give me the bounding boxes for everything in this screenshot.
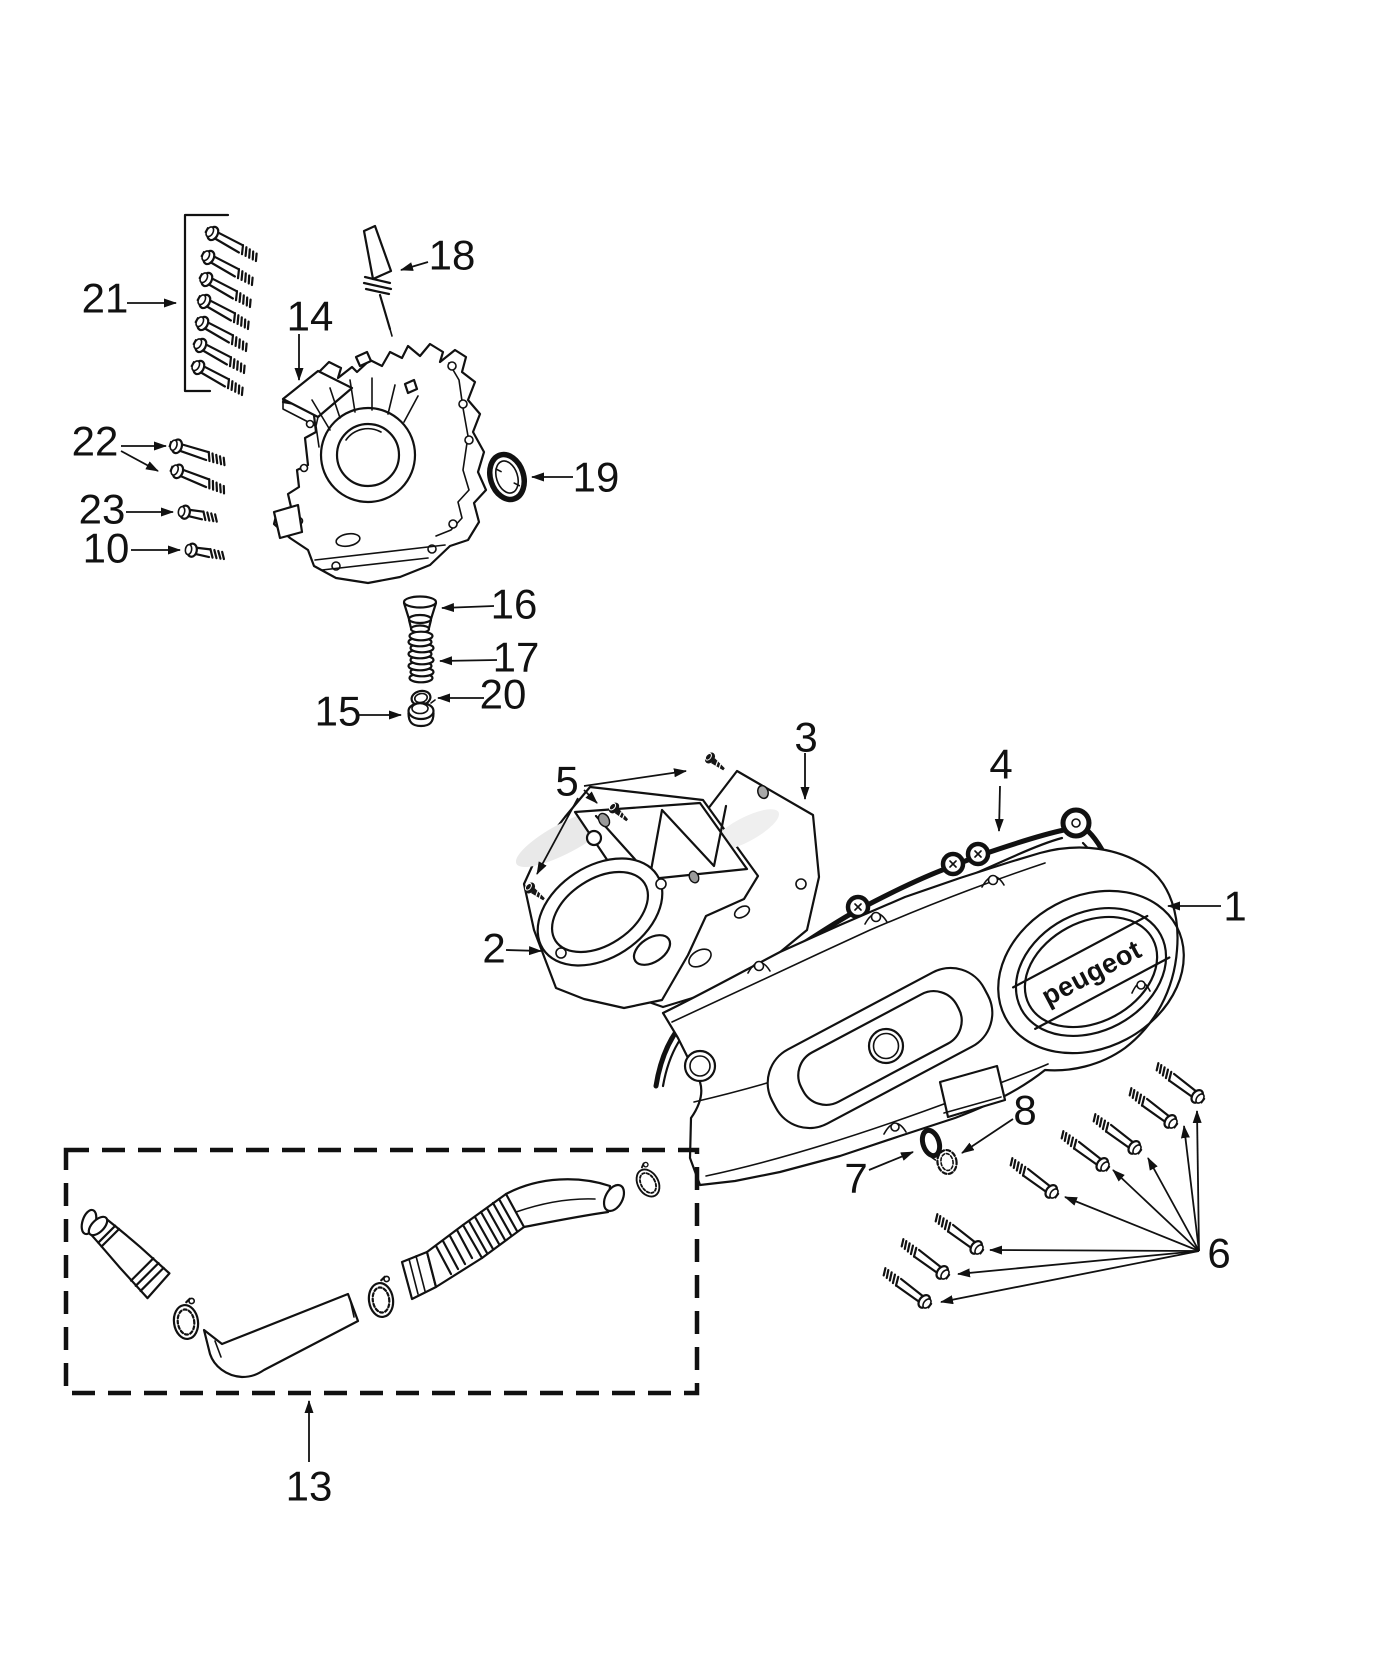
part-15-cap [407, 699, 436, 728]
part-22-screws [166, 436, 229, 499]
callout-16: 16 [491, 581, 538, 628]
callout-14: 14 [287, 293, 334, 340]
leader-7 [868, 1151, 914, 1171]
callouts-layer: 21 18 14 22 23 10 19 16 17 20 15 5 2 3 4 [72, 232, 1247, 1510]
leader-18 [400, 261, 429, 271]
kit-dashed-box [63, 1147, 700, 1396]
callout-3: 3 [794, 714, 817, 761]
part-13-air-duct-kit [63, 1147, 700, 1396]
part-21-crankcase-bolts [183, 213, 262, 400]
callout-4: 4 [989, 741, 1012, 788]
leader-17 [439, 656, 498, 666]
part-2-intermediate-plate [515, 785, 780, 1010]
watermark-smudge [710, 809, 780, 851]
callout-15: 15 [315, 688, 362, 735]
callout-17: 17 [493, 634, 540, 681]
part-14-crankcase [272, 342, 488, 585]
kit-clamp-left [169, 1296, 202, 1342]
part-8-circlip [931, 1148, 958, 1176]
part-18-dipstick [362, 224, 393, 337]
group-bracket-21 [183, 213, 230, 393]
callout-13: 13 [286, 1463, 333, 1510]
callout-21: 21 [82, 275, 129, 322]
part-17-spring [407, 630, 435, 684]
leader-22b [120, 450, 159, 472]
kit-inlet-hose [87, 1215, 171, 1300]
leader-2 [505, 946, 542, 956]
leader-6-fan [940, 1110, 1202, 1305]
leader-8 [961, 1118, 1014, 1154]
callout-19: 19 [573, 454, 620, 501]
kit-clamp-right [628, 1160, 665, 1202]
callout-1: 1 [1223, 883, 1246, 930]
part-23-screw [176, 503, 220, 527]
callout-10: 10 [83, 525, 130, 572]
callout-20: 20 [480, 671, 527, 718]
leader-5a [583, 768, 687, 787]
callout-18: 18 [429, 232, 476, 279]
kit-clamp-middle [364, 1274, 397, 1320]
callout-7: 7 [844, 1155, 867, 1202]
callout-2: 2 [482, 925, 505, 972]
callout-22: 22 [72, 418, 119, 465]
part-16-drain-plug [402, 595, 438, 634]
part-19-oil-seal [487, 451, 527, 503]
leader-5b [583, 789, 598, 804]
kit-bent-duct [202, 1292, 360, 1379]
leader-16 [441, 603, 495, 613]
callout-8: 8 [1013, 1087, 1036, 1134]
callout-6: 6 [1207, 1230, 1230, 1277]
part-10-screw [183, 541, 227, 564]
leader-5c [536, 797, 579, 875]
part-7-o-ring [919, 1127, 943, 1159]
kit-outlet-hose [400, 1178, 626, 1301]
callout-23: 23 [79, 486, 126, 533]
leader-4 [994, 785, 1004, 832]
callout-5: 5 [555, 758, 578, 805]
part-1-transmission-cover: peugeot [661, 846, 1185, 1187]
